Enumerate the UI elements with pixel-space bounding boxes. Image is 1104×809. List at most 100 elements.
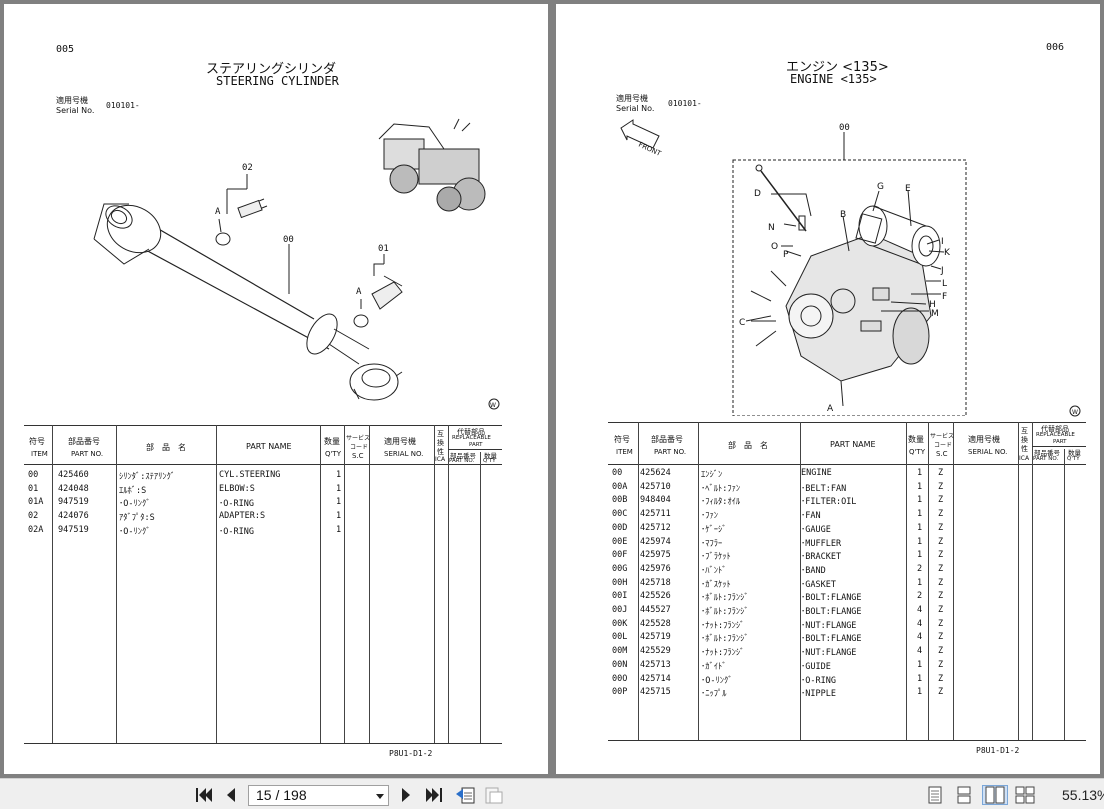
page-number: 006 [1046, 42, 1065, 53]
cell-item: 00H [612, 577, 628, 588]
cell-item: 00J [612, 605, 628, 615]
cell-item: 00A [612, 481, 628, 492]
document-viewport[interactable]: 005 ステアリングシリンダ STEERING CYLINDER 適用号機 Se… [0, 0, 1104, 778]
prev-page-icon[interactable] [222, 785, 240, 805]
front-arrow-icon [620, 119, 660, 149]
last-page-icon[interactable] [423, 785, 445, 805]
first-page-icon[interactable] [193, 785, 215, 805]
cell-sc: Z [938, 577, 944, 588]
cell-item: 00C [612, 509, 628, 520]
cell-part-no: 445527 [640, 605, 671, 615]
page-number-value: 15 / 198 [256, 787, 307, 803]
cell-sc: Z [938, 659, 944, 670]
cell-item: 02 [28, 511, 39, 522]
cell-name-jp: ･ﾎﾞﾙﾄ:ﾌﾗﾝｼﾞ [701, 607, 749, 617]
cell-item: 00K [612, 618, 628, 629]
cell-item: 01 [28, 483, 39, 494]
cell-qty: 1 [917, 550, 923, 561]
two-page-view-icon[interactable] [982, 785, 1008, 805]
cell-item: 00B [612, 495, 628, 506]
parts-table: 符号 ITEM 部品番号 PART NO. 部 品 名 PART NAME 数量… [24, 425, 502, 745]
serial-label-en: Serial No. [56, 106, 95, 115]
callout-N: N [768, 223, 775, 233]
cell-qty: 1 [917, 468, 923, 478]
cell-part-no: 948404 [640, 495, 671, 506]
two-page-continuous-icon[interactable] [1014, 785, 1036, 805]
cell-name-jp: ｴﾝｼﾞﾝ [701, 470, 723, 480]
cell-sc: Z [938, 591, 944, 602]
cell-sc: Z [938, 481, 944, 492]
cell-part-no: 425529 [640, 646, 671, 657]
cell-name-jp: ･ｶﾞｽｹｯﾄ [701, 579, 731, 590]
serial-label-en: Serial No. [616, 104, 655, 113]
cell-name-jp: ｼﾘﾝﾀﾞ:ｽﾃｱﾘﾝｸﾞ [119, 472, 176, 482]
cell-part-no: 425526 [640, 591, 671, 602]
cell-qty: 4 [917, 646, 923, 657]
callout-A2: A [356, 287, 362, 297]
cell-name-en: ･GASKET [801, 579, 836, 590]
callout-E: E [905, 184, 911, 194]
cell-name-jp: ･ﾊﾞﾝﾄﾞ [701, 565, 727, 576]
callout-F: F [942, 292, 947, 302]
cell-name-en: ･FAN [801, 511, 821, 522]
continuous-view-icon[interactable] [954, 785, 974, 805]
title-en: ENGINE <135> [790, 72, 877, 86]
title-jp: エンジン <135> [786, 60, 889, 75]
cell-name-jp: ･O-ﾘﾝｸﾞ [701, 675, 733, 686]
page-005: 005 ステアリングシリンダ STEERING CYLINDER 適用号機 Se… [4, 4, 548, 774]
cell-qty: 1 [917, 481, 923, 492]
cell-sc: Z [938, 509, 944, 520]
cell-part-no: 425718 [640, 577, 671, 588]
go-forward-icon[interactable] [483, 785, 507, 805]
callout-D: D [754, 189, 761, 199]
cell-qty: 4 [917, 618, 923, 629]
cell-name-en: ･NUT:FLANGE [801, 620, 857, 631]
cell-part-no: 424048 [58, 483, 89, 494]
cell-part-no: 425715 [640, 687, 671, 698]
watermark-symbol [488, 398, 500, 410]
callout-00: 00 [839, 123, 850, 133]
cell-name-en: ･O-RING [219, 526, 254, 537]
callout-B: B [840, 210, 846, 220]
cell-name-jp: ｴﾙﾎﾞ:S [119, 485, 147, 496]
cell-name-jp: ･O-ﾘﾝｸﾞ [119, 499, 151, 510]
chevron-down-icon[interactable] [376, 794, 384, 799]
cell-item: 00P [612, 687, 628, 698]
cell-qty: 4 [917, 632, 923, 643]
cell-name-jp: ･ﾆｯﾌﾟﾙ [701, 689, 727, 700]
cell-qty: 1 [917, 536, 923, 547]
steering-cylinder-diagram: 02 A 00 01 A W [93, 118, 500, 410]
serial-value: 010101- [106, 101, 140, 110]
cell-name-en: ･BELT:FAN [801, 483, 847, 494]
zoom-level[interactable]: 55.13% [1062, 787, 1104, 803]
cell-sc: Z [938, 563, 944, 574]
callout-L: L [942, 279, 947, 289]
serial-label-jp: 適用号機 [616, 94, 648, 103]
single-page-view-icon[interactable] [925, 785, 945, 805]
cell-name-jp: ･ｹﾞｰｼﾞ [701, 524, 727, 535]
cell-name-en: ENGINE [801, 468, 832, 478]
cell-sc: Z [938, 618, 944, 629]
cell-item: 00G [612, 563, 628, 574]
page-number-input[interactable]: 15 / 198 [248, 785, 389, 806]
cell-name-en: ･GUIDE [801, 661, 831, 672]
next-page-icon[interactable] [397, 785, 415, 805]
watermark-symbol: W [1069, 405, 1081, 417]
cell-name-en: ･NIPPLE [801, 689, 836, 700]
cell-sc: Z [938, 522, 944, 533]
cell-name-en: ･GAUGE [801, 524, 831, 535]
cell-part-no: 425710 [640, 481, 671, 492]
go-back-icon[interactable] [453, 785, 477, 805]
cell-name-jp: ･ﾏﾌﾗｰ [701, 538, 723, 549]
